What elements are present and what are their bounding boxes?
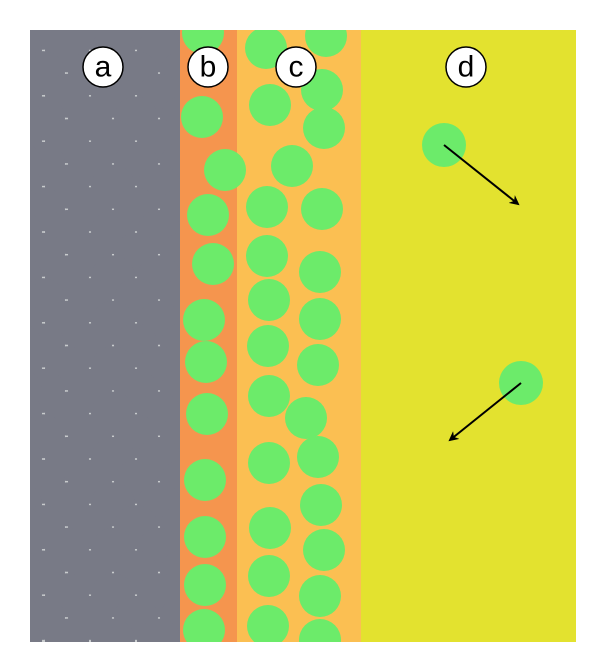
particle [249,507,291,549]
particle [299,619,341,642]
particle [183,609,225,642]
particle [285,397,327,439]
particle [248,555,290,597]
particle [185,341,227,383]
particle [0,0,42,27]
particle [183,299,225,341]
particle [301,188,343,230]
particle [299,575,341,617]
particle [299,251,341,293]
motion-arrow [448,382,522,442]
particle [246,235,288,277]
label-badge [187,46,229,88]
particle [181,96,223,138]
zone-bc-particles [181,30,347,642]
particle [91,0,135,27]
zone-label-d: d [445,46,487,88]
particle [246,186,288,228]
particle [45,0,89,27]
zone-label-text: c [289,51,304,84]
particle [249,84,291,126]
particle [184,459,226,501]
particle [297,436,339,478]
particle [204,149,246,191]
particle [248,375,290,417]
particle [305,30,347,57]
particle [45,618,89,642]
particle [192,243,234,285]
zone-label-b: b [187,46,229,88]
particle [248,442,290,484]
particle [247,605,289,642]
particle [247,325,289,367]
particle [137,618,180,642]
label-badge [445,46,487,88]
particle [30,621,42,642]
particle [187,194,229,236]
particle [299,298,341,340]
particle [271,145,313,187]
particle [245,30,287,69]
particle [91,618,135,642]
zone-label-a: a [82,46,124,88]
zone-a-particles [0,0,181,642]
particle [297,344,339,386]
particle [137,0,181,27]
label-badge [82,46,124,88]
particle [300,484,342,526]
particle [248,279,290,321]
particle [303,529,345,571]
particle [184,564,226,606]
particle [184,516,226,558]
zone-d-background [361,30,576,642]
zone-label-text: d [458,51,475,84]
label-badge [275,46,317,88]
motion-arrow [443,144,520,206]
zone-label-text: b [200,51,217,84]
zone-label-text: a [95,51,112,84]
particle [186,393,228,435]
zone-label-c: c [275,46,317,88]
particle [303,107,345,149]
